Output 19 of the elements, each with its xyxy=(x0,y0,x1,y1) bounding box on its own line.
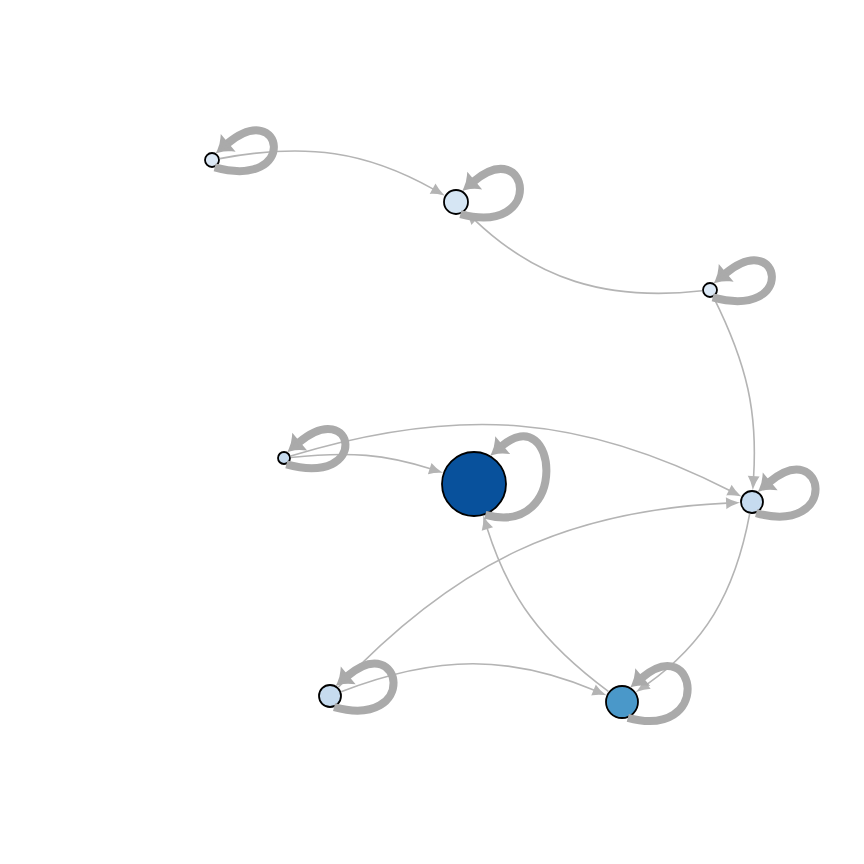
arrow xyxy=(340,662,605,696)
arrow xyxy=(637,512,751,692)
arrow xyxy=(289,423,740,496)
arrow xyxy=(218,150,444,195)
arrow xyxy=(337,497,738,689)
self-loop-arrow xyxy=(755,466,820,521)
graph-node xyxy=(277,451,291,465)
self-loop-arrow xyxy=(333,659,398,715)
arrow xyxy=(482,517,610,693)
graph-node xyxy=(441,451,507,517)
self-loop-arrow xyxy=(285,425,350,472)
arrow xyxy=(290,453,442,474)
self-loop-arrow xyxy=(484,432,551,522)
self-loop-arrow xyxy=(627,662,692,725)
self-loop-arrow xyxy=(459,165,524,222)
graph-node xyxy=(605,685,639,719)
self-loop-arrow xyxy=(712,256,776,305)
arrow xyxy=(712,296,759,489)
self-loop-arrow xyxy=(214,126,278,175)
